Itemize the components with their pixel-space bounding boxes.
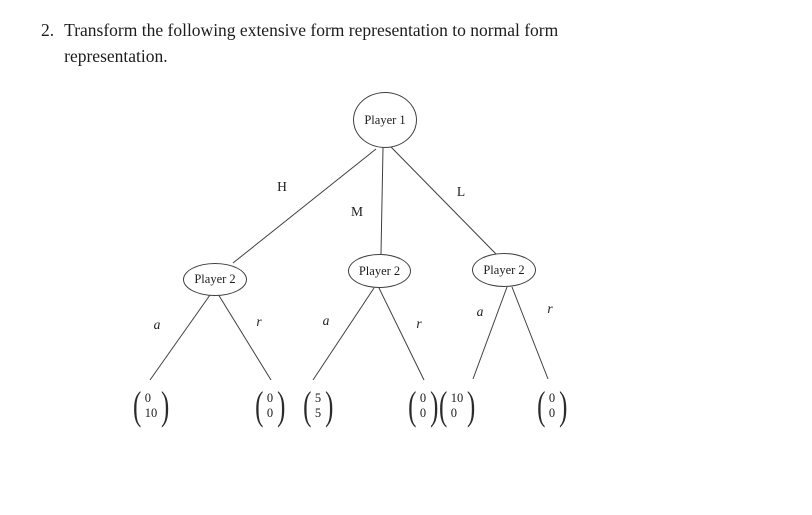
action-label-left-r: r [256,314,262,329]
left-paren: ( [255,383,264,428]
action-label-right-r: r [547,301,553,316]
right-paren: ) [324,383,333,428]
player2-node-middle-label: Player 2 [358,263,401,278]
player2-node-right-label: Player 2 [483,262,525,277]
player1-node-label: Player 1 [364,112,406,127]
player2-node-right: Player 2 [472,253,536,287]
edge-branch-h [232,148,377,264]
edge-middle-a [312,287,375,381]
problem-number: 2. [41,20,55,40]
action-label-right-a: a [476,304,484,319]
player2-node-left-label: Player 2 [194,272,236,286]
right-paren: ) [558,383,567,428]
edge-branch-l [390,146,497,255]
right-paren: ) [276,383,285,428]
left-paren: ( [537,383,546,428]
payoff-vector-ma: ( 5 5 ) [301,386,336,426]
problem-statement: 2. Transform the following extensive for… [41,17,558,69]
left-paren: ( [408,383,417,428]
payoff-player1-value: 5 [314,391,322,405]
payoff-player2-value: 0 [419,406,427,420]
payoff-player2-value: 0 [548,406,556,420]
payoff-vector-mr: ( 0 0 ) [406,386,441,426]
action-label-middle-r: r [416,316,422,331]
problem-text-line1: Transform the following extensive form r… [64,20,559,40]
payoff-player1-value: 0 [419,391,427,405]
payoff-player2-value: 0 [266,406,274,420]
payoff-player1-value: 10 [450,391,464,405]
payoff-vector-lr: ( 0 0 ) [535,386,570,426]
payoff-player2-value: 10 [144,406,158,420]
edge-right-a [472,286,508,380]
branch-label-l: L [456,184,466,199]
payoff-vector-la: ( 10 0 ) [436,386,477,426]
edge-branch-m [380,147,384,255]
action-label-middle-a: a [322,313,330,328]
payoff-player1-value: 0 [548,391,556,405]
right-paren: ) [466,383,476,428]
player2-node-middle: Player 2 [348,254,411,288]
action-label-left-a: a [153,317,161,332]
left-paren: ( [438,383,448,428]
edge-right-r [511,286,549,380]
payoff-player1-value: 0 [144,391,151,405]
player2-node-left: Player 2 [183,263,247,296]
payoff-player2-value: 5 [314,406,322,420]
left-paren: ( [303,383,312,428]
problem-text-line2: representation. [64,46,168,66]
payoff-player1-value: 0 [266,391,274,405]
player1-node: Player 1 [353,92,417,148]
right-paren: ) [160,383,170,428]
branch-label-m: M [350,204,364,219]
left-paren: ( [132,383,142,428]
edge-left-r [217,293,272,381]
payoff-vector-hr: ( 0 0 ) [253,386,288,426]
problem-text: Transform the following extensive form r… [64,17,558,69]
right-paren: ) [429,383,438,428]
payoff-vector-ha: ( 0 10 ) [130,386,171,426]
edge-left-a [149,294,211,381]
branch-label-h: H [277,179,287,194]
payoff-player2-value: 0 [450,406,457,420]
edge-middle-r [378,287,425,381]
